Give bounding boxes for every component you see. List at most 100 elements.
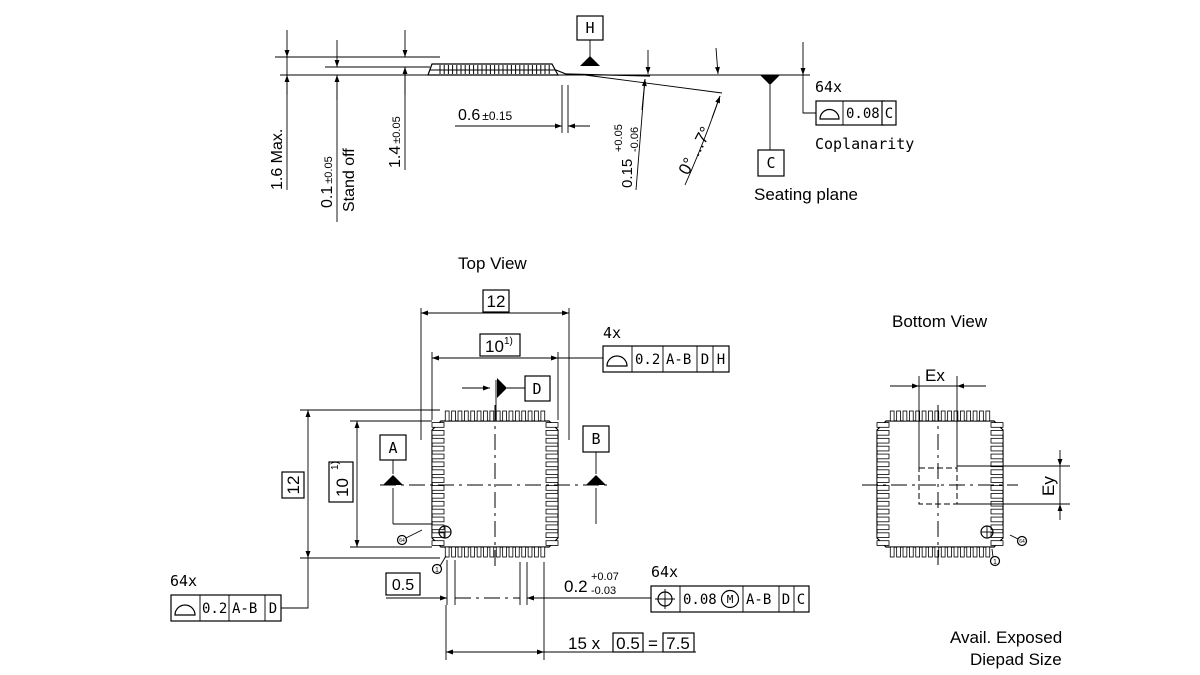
lead: [934, 546, 940, 558]
lead: [451, 546, 456, 558]
datum-a-box: [379, 434, 407, 461]
lead: [431, 485, 445, 491]
datum-a-label: A: [388, 439, 397, 457]
dim-overall-height-label: 12: [284, 476, 303, 495]
lead: [527, 410, 533, 422]
datum-a-triangle: [383, 475, 403, 485]
angle-arc: [684, 95, 721, 186]
lead: [431, 445, 445, 452]
coplanarity-value: 0.08: [846, 106, 880, 122]
lead: [966, 546, 972, 558]
coplanarity-leader: [802, 75, 816, 114]
lead: [940, 410, 946, 422]
lead: [545, 422, 559, 428]
lead: [990, 445, 1004, 452]
lead: [431, 508, 445, 515]
bottom-package-body: [876, 420, 1004, 548]
datum-c-triangle: [760, 75, 780, 85]
lead: [876, 493, 890, 499]
pos-value: 0.08: [683, 592, 717, 608]
dim-lead-thickness-tol-lower: -0.06: [629, 127, 641, 152]
lead: [431, 437, 445, 444]
lead: [489, 410, 495, 422]
lead: [876, 445, 890, 452]
lead: [431, 430, 445, 436]
angle-ray: [584, 74, 723, 94]
lead: [896, 546, 901, 558]
lead: [990, 540, 1004, 546]
lead: [463, 410, 469, 422]
lead: [953, 410, 959, 422]
lead: [940, 546, 946, 558]
dim-lead-thickness-tol-upper: +0.05: [613, 124, 625, 152]
lead: [521, 410, 527, 422]
lead: [457, 410, 463, 422]
left-profile-fcf: 0.2 A-B D: [170, 594, 282, 622]
datum-d-label: D: [532, 380, 541, 398]
lead: [502, 410, 507, 422]
lead: [876, 477, 890, 483]
svg-text:0.1±0.05: 0.1±0.05: [319, 156, 336, 208]
pin-last-marker: [1016, 535, 1028, 547]
lead: [960, 546, 965, 558]
dim-arrow: [715, 47, 720, 75]
lead: [451, 410, 456, 422]
lead: [889, 410, 895, 422]
top-view-title: Top View: [458, 254, 527, 273]
lead: [979, 546, 984, 558]
profile-count: 4x: [603, 324, 621, 342]
lead: [431, 532, 445, 538]
datum-h-triangle: [580, 56, 600, 66]
lead: [534, 410, 539, 422]
coplanarity-datum: C: [885, 106, 893, 122]
left-fcf-datum-d: D: [269, 601, 277, 617]
dim-standoff: 0.1: [319, 186, 336, 208]
lead: [909, 546, 914, 558]
note-line-2: Diepad Size: [970, 650, 1062, 669]
lead: [990, 422, 1004, 428]
lead: [947, 546, 952, 558]
lead: [876, 540, 890, 546]
lead: [545, 500, 559, 507]
lead: [489, 546, 495, 558]
lead: [444, 546, 450, 558]
side-leads: [439, 65, 550, 74]
lead: [457, 546, 463, 558]
pin-first-marker: [989, 555, 1001, 567]
pos-modifier: M: [727, 593, 734, 606]
top-leads: [431, 410, 559, 558]
lead: [431, 453, 445, 460]
lead: [876, 422, 890, 428]
lead: [515, 410, 520, 422]
lead-width-label: 0.2: [564, 577, 588, 596]
fcf-frame: [815, 100, 885, 126]
pitch-formula-count: 15 x: [568, 634, 601, 653]
lead: [990, 508, 1004, 515]
lead: [953, 546, 959, 558]
lead: [985, 410, 991, 422]
lead: [876, 461, 890, 468]
lead: [470, 410, 475, 422]
dim-lead-length-tol: ±0.15: [482, 109, 512, 123]
lead: [545, 469, 559, 475]
datum-h-box: [576, 15, 604, 41]
pin-last-label: 64: [1019, 539, 1025, 545]
lead: [876, 437, 890, 444]
lead: [876, 453, 890, 460]
lead: [545, 437, 559, 444]
bottom-view-title: Bottom View: [892, 312, 988, 331]
lead: [545, 430, 559, 436]
lead: [876, 469, 890, 475]
coplanarity-fcf: 0.08 C: [815, 100, 897, 126]
dim-lead-thickness: 0.15: [619, 159, 636, 188]
dim-body-height-label: 10: [333, 478, 352, 497]
pitch-formula-total: 7.5: [666, 634, 690, 653]
lead: [534, 546, 539, 558]
note-ref: 1): [330, 461, 341, 470]
lead: [990, 485, 1004, 491]
lead: [545, 524, 559, 531]
seating-plane-label: Seating plane: [754, 185, 858, 204]
bottom-view: Bottom View Ex Ey 1 64 Avail. Exposed Di…: [862, 312, 1070, 669]
lead: [495, 546, 501, 558]
lead: [540, 410, 546, 422]
